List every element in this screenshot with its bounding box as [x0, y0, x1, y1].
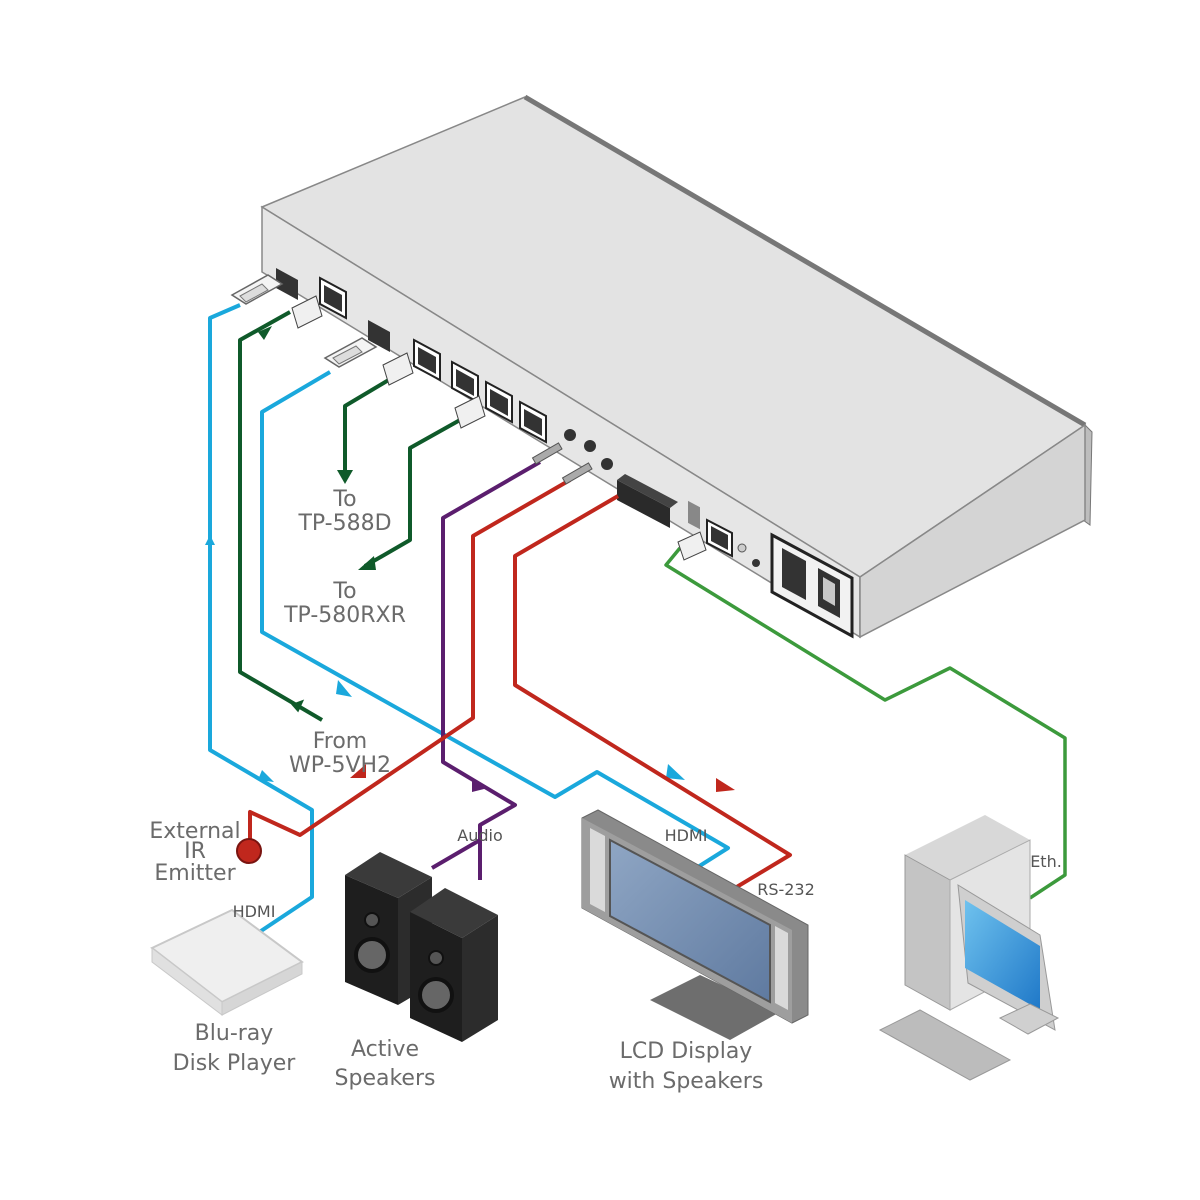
arrow-ir	[350, 764, 366, 778]
arrow-to-tp588d	[337, 470, 353, 484]
ethernet-plug	[677, 531, 707, 561]
audio-in-jack[interactable]	[584, 440, 596, 452]
label-to-tp580rxr-1: To	[332, 579, 356, 604]
label-from-wp5vh2-2: WP-5VH2	[289, 753, 391, 778]
label-speakers-1: Active	[351, 1037, 419, 1062]
label-ir-emitter-1: External	[149, 819, 240, 844]
arrow-hdmi-lcd	[336, 680, 352, 697]
label-from-wp5vh2-1: From	[313, 729, 368, 754]
label-eth: Eth.	[1030, 852, 1062, 871]
label-to-tp580rxr-2: TP-580RXR	[283, 603, 406, 628]
label-to-tp588d-1: To	[332, 487, 356, 512]
speaker-right-icon	[410, 888, 498, 1042]
arrow-audio	[472, 778, 488, 792]
label-audio: Audio	[457, 826, 502, 845]
hdbt-out-port-3[interactable]	[485, 380, 513, 424]
hdmi-connector-in	[230, 274, 284, 305]
hdbt-in-port[interactable]	[319, 276, 347, 320]
rj45-plug-1	[291, 295, 323, 329]
arrow-hdmi-lcd-2	[666, 764, 685, 780]
power-module[interactable]	[770, 532, 854, 639]
device-side	[859, 423, 1086, 639]
arrow-to-tp580rxr	[358, 556, 376, 570]
label-to-tp588d-2: TP-588D	[297, 511, 391, 536]
cable-ethernet	[664, 546, 1067, 900]
label-lcd-1: LCD Display	[620, 1039, 753, 1064]
label-lcd-hdmi: HDMI	[665, 826, 708, 845]
cable-hdmi-lcd	[260, 370, 730, 874]
label-bluray-2: Disk Player	[173, 1051, 297, 1076]
usb-port[interactable]	[752, 559, 760, 567]
switcher-device	[260, 94, 1093, 639]
label-rs232: RS-232	[757, 880, 815, 899]
cable-hdbt-in	[238, 310, 324, 722]
cable-audio	[430, 460, 541, 880]
rj45-plug-2	[382, 352, 414, 386]
label-speakers-2: Speakers	[335, 1066, 436, 1091]
bluray-player-icon	[150, 908, 304, 1017]
rj45-plug-3	[454, 395, 486, 429]
label-bluray-hdmi: HDMI	[233, 902, 276, 921]
hdbt-out-port-1[interactable]	[413, 338, 441, 382]
cable-hdbt-tp580rxr	[363, 418, 461, 568]
reset-button[interactable]	[737, 543, 747, 553]
ir-emitter-icon	[236, 838, 262, 864]
pc-icon	[878, 815, 1060, 1081]
lcd-display-icon	[581, 809, 809, 1040]
hdmi-in-port[interactable]	[276, 268, 298, 300]
label-ir-emitter-2: IR	[184, 839, 206, 864]
hdbt-out-port-4[interactable]	[519, 400, 547, 444]
ir-plug	[561, 462, 593, 485]
arrow-hdbt-in-2	[258, 326, 272, 340]
hdmi-connector-out	[323, 337, 378, 368]
arrow-hdbt-in	[290, 699, 305, 713]
ir-out-jack[interactable]	[601, 458, 613, 470]
terminal-block[interactable]	[617, 474, 678, 528]
arrow-hdmi-bluray	[258, 770, 274, 782]
arrow-rs232	[716, 778, 735, 792]
audio-out-jack[interactable]	[564, 429, 576, 441]
label-bluray-1: Blu-ray	[195, 1021, 274, 1046]
cable-hdbt-tp588d	[343, 376, 394, 478]
ethernet-port[interactable]	[706, 518, 733, 558]
hdmi-out-port[interactable]	[368, 320, 390, 352]
dip-switch[interactable]	[688, 500, 700, 530]
audio-plug	[531, 442, 563, 465]
label-lcd-2: with Speakers	[609, 1069, 764, 1094]
cable-rs232	[513, 494, 792, 890]
cable-ir	[248, 478, 571, 845]
label-ir-emitter-3: Emitter	[154, 861, 236, 886]
